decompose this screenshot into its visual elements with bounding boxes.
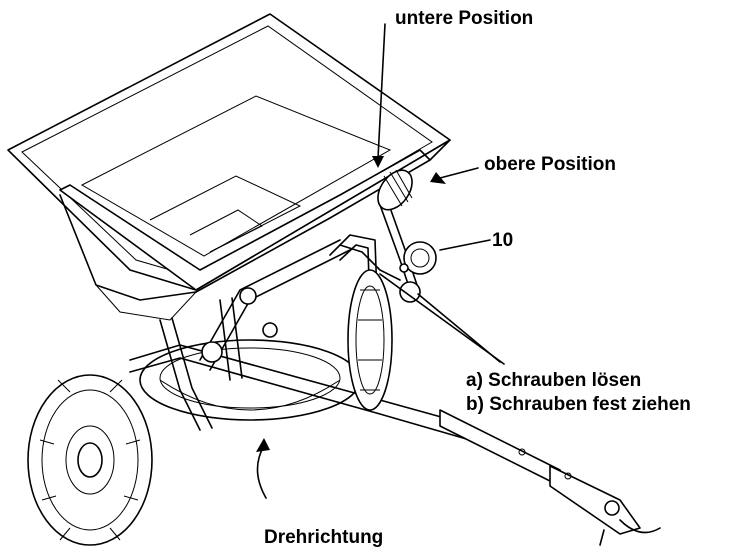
lower-position-label: untere Position	[395, 8, 533, 29]
spreader-disc	[139, 339, 361, 421]
hopper	[7, 13, 451, 321]
adjustment-lever	[339, 169, 437, 303]
part-number-label: 10	[492, 230, 513, 251]
frame	[129, 234, 471, 441]
tow-bar	[439, 409, 661, 546]
step-a-label: a) Schrauben lösen	[466, 370, 641, 391]
lower-position-arrow	[372, 156, 384, 168]
right-wheel	[347, 269, 393, 411]
rotation-arrow	[256, 438, 270, 452]
left-wheel	[27, 374, 153, 546]
upper-position-label: obere Position	[484, 154, 616, 175]
callout-lines	[256, 23, 505, 499]
rotation-direction-label: Drehrichtung	[264, 527, 383, 548]
step-b-label: b) Schrauben fest ziehen	[466, 394, 691, 415]
upper-position-arrow	[430, 172, 446, 184]
